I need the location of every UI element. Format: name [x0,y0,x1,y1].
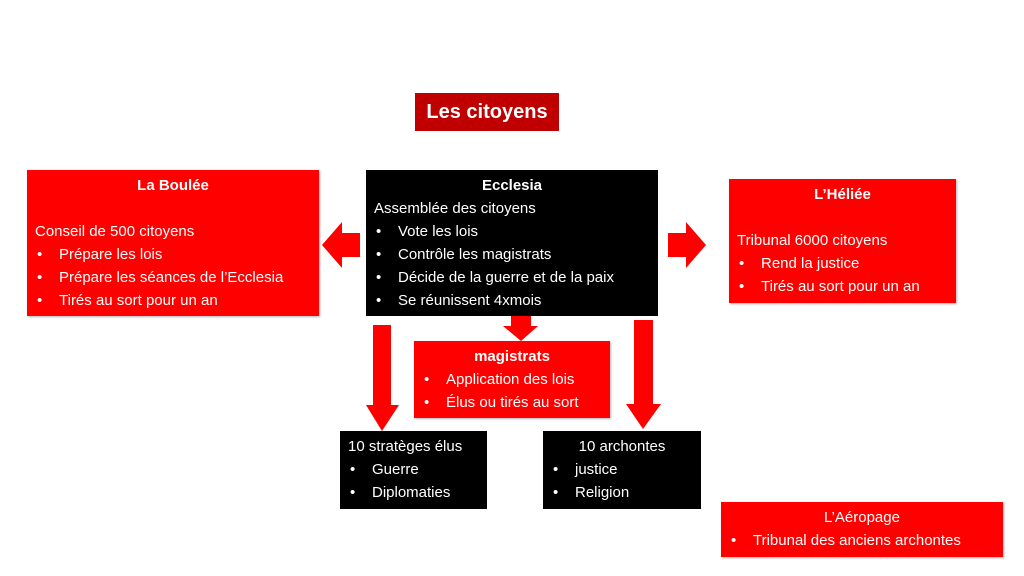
ecclesia-item: Vote les lois [374,220,650,243]
heliee-item: Rend la justice [737,252,948,275]
boulee-box: La Boulée Conseil de 500 citoyens Prépar… [27,170,319,316]
boulee-subtitle: Conseil de 500 citoyens [35,223,195,240]
strateges-box: 10 stratèges élus Guerre Diplomaties [340,431,487,509]
archontes-item: justice [551,458,693,481]
title-box: Les citoyens [415,93,559,131]
strateges-heading: 10 stratèges élus [348,438,463,455]
ecclesia-item: Décide de la guerre et de la paix [374,266,650,289]
magistrats-heading: magistrats [474,348,550,365]
ecclesia-item: Contrôle les magistrats [374,243,650,266]
heliee-box: L’Héliée Tribunal 6000 citoyens Rend la … [729,179,956,303]
boulee-item: Prépare les séances de l’Ecclesia [35,266,311,289]
strateges-item: Guerre [348,458,479,481]
aeropage-heading: L’Aéropage [824,509,900,526]
ecclesia-heading: Ecclesia [481,177,543,194]
magistrats-box: magistrats Application des lois Élus ou … [414,341,610,418]
magistrats-item: Application des lois [422,368,602,391]
boulee-item: Prépare les lois [35,243,311,266]
ecclesia-box: Ecclesia Assemblée des citoyens Vote les… [366,170,658,316]
arrow-down-icon [366,325,399,431]
arrow-down-icon [626,320,661,429]
magistrats-item: Élus ou tirés au sort [422,391,602,414]
heliee-item: Tirés au sort pour un an [737,275,948,298]
archontes-heading: 10 archontes [578,438,666,455]
archontes-box: 10 archontes justice Religion [543,431,701,509]
aeropage-box: L’Aéropage Tribunal des anciens archonte… [721,502,1003,557]
aeropage-item: Tribunal des anciens archontes [729,529,995,552]
ecclesia-item: Se réunissent 4xmois [374,289,650,312]
arrow-down-icon [503,316,538,341]
archontes-item: Religion [551,481,693,504]
heliee-heading: L’Héliée [814,186,871,203]
boulee-item: Tirés au sort pour un an [35,289,311,312]
ecclesia-subtitle: Assemblée des citoyens [374,200,536,217]
arrow-left-icon [322,222,360,268]
arrow-right-icon [668,222,706,268]
strateges-item: Diplomaties [348,481,479,504]
heliee-subtitle: Tribunal 6000 citoyens [737,232,888,249]
boulee-heading: La Boulée [137,177,209,194]
